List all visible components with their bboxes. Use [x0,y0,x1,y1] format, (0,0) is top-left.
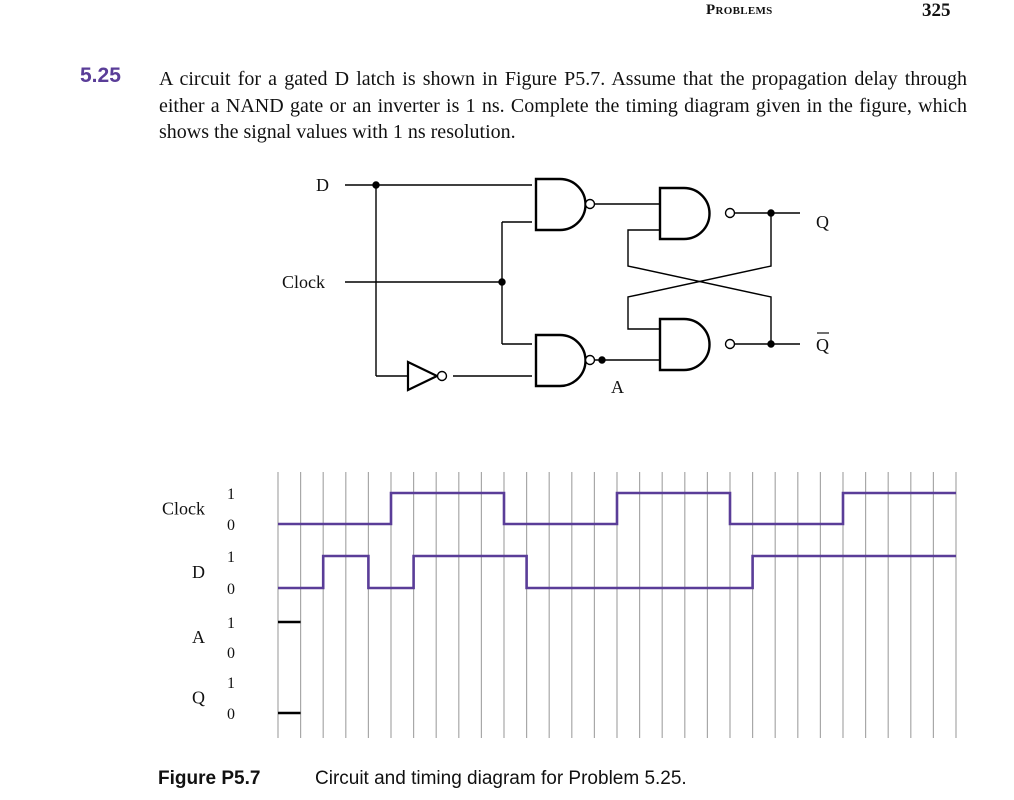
nand-gate-input-bottom [534,333,587,388]
waveform-clock [278,491,956,526]
junction-dot [372,181,380,189]
inverter-gate [406,360,440,392]
label-output-qbar: Q [816,335,829,355]
level-label-high: 1 [227,549,235,566]
nand-bubble [724,338,736,350]
nand-bubble [724,207,736,219]
label-input-d: D [316,175,329,195]
figure-label: Figure P5.7 [158,768,261,789]
label-node-a: A [611,377,624,397]
level-label-low: 0 [227,645,235,662]
nand-gate-input-top [534,177,587,232]
signal-name: Q [192,688,205,708]
nand-gate-latch-top [658,186,711,241]
problem-text: A circuit for a gated D latch is shown i… [159,68,967,143]
signal-name: Clock [162,499,205,519]
timing-waveforms [278,491,956,715]
level-label-low: 0 [227,706,235,723]
signal-name: D [192,562,205,582]
nand-bubble [584,198,596,210]
level-label-low: 0 [227,581,235,598]
timing-grid [277,472,957,738]
label-output-q: Q [816,212,829,232]
wire-qbar-feedback [627,229,772,344]
level-label-high: 1 [227,615,235,632]
running-header-section: Problems [706,2,773,18]
nand-bubble [584,354,596,366]
level-label-low: 0 [227,517,235,534]
inverter-bubble [436,370,448,382]
waveform-d [278,554,956,590]
page-number: 325 [922,0,951,21]
level-label-high: 1 [227,675,235,692]
junction-dot [498,278,506,286]
gated-d-latch-circuit [345,177,800,392]
figure-caption: Circuit and timing diagram for Problem 5… [315,768,687,789]
signal-name: A [192,627,205,647]
label-input-clock: Clock [282,272,325,292]
nand-gate-latch-bottom [658,317,711,372]
wire-q-feedback [627,213,772,330]
problem-number: 5.25 [80,64,121,87]
level-label-high: 1 [227,486,235,503]
